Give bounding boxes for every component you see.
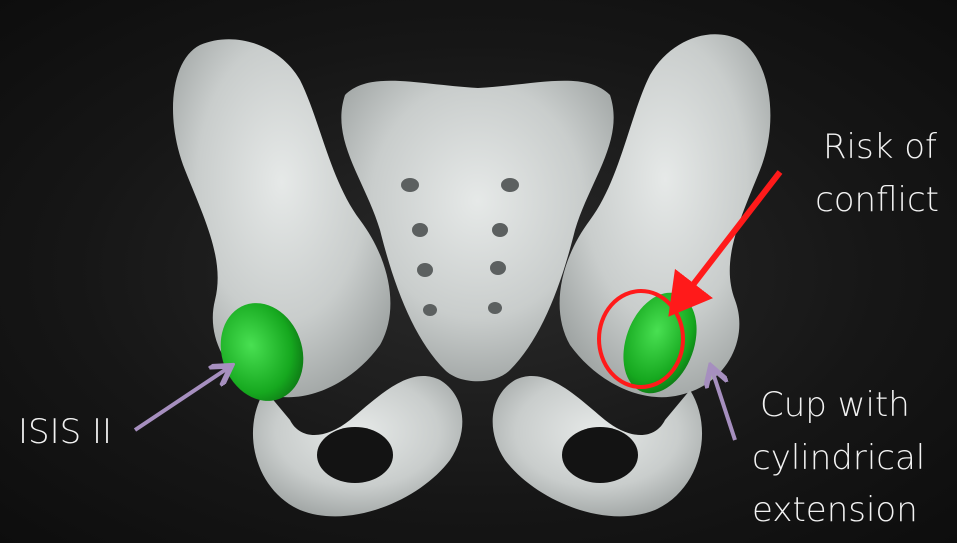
cup-label-line-2: cylindrical xyxy=(752,436,925,480)
cup-label-line-1: Cup with xyxy=(760,383,910,427)
risk-label-line-2: conflict xyxy=(815,178,939,222)
risk-label-line-1: Risk of xyxy=(823,125,937,169)
right-obturator xyxy=(562,427,638,483)
implant-label: ISIS II xyxy=(18,410,112,454)
cup-arrow-icon xyxy=(712,370,735,440)
isis-arrow-icon xyxy=(135,368,228,430)
cup-label-line-3: extension xyxy=(752,488,918,532)
left-obturator xyxy=(317,427,393,483)
